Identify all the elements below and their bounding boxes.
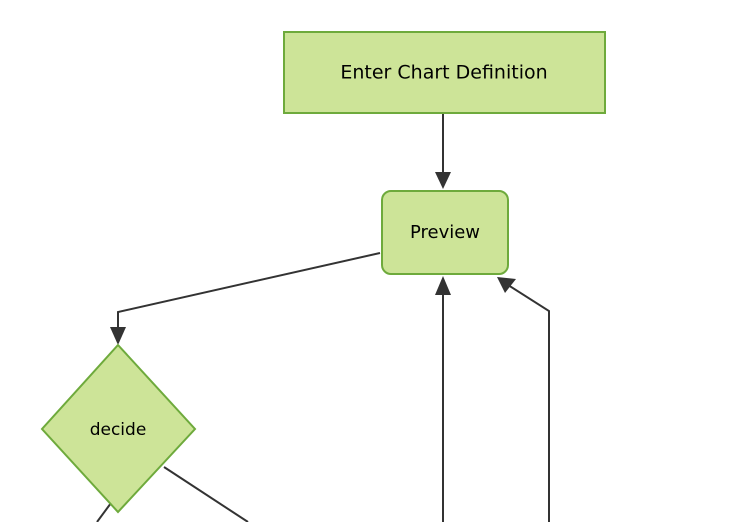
edge-enter-to-preview <box>435 114 451 189</box>
edge-return-center-to-preview <box>435 276 451 522</box>
arrow-head-down <box>110 327 126 345</box>
node-layer: Enter Chart Definition Preview decide <box>40 31 606 514</box>
edge-preview-to-decide <box>110 252 381 345</box>
edge-layer <box>96 114 550 522</box>
edge-line <box>117 252 381 335</box>
edge-line <box>163 466 249 522</box>
arrow-head-up-left <box>497 277 516 293</box>
node-label: Enter Chart Definition <box>340 62 547 84</box>
node-decide[interactable]: decide <box>40 343 197 514</box>
node-label: Preview <box>410 222 480 243</box>
node-rectangle[interactable] <box>283 31 606 114</box>
node-enter-chart-definition[interactable]: Enter Chart Definition <box>283 31 606 114</box>
edge-return-right-to-preview <box>497 277 550 522</box>
node-label: decide <box>90 420 147 440</box>
edge-line <box>96 502 112 522</box>
arrow-head-up <box>435 276 451 295</box>
node-preview[interactable]: Preview <box>381 190 509 275</box>
node-rounded-rectangle[interactable] <box>381 190 509 275</box>
edge-line <box>507 284 550 522</box>
arrow-head-down <box>435 172 451 189</box>
node-diamond[interactable] <box>40 343 197 514</box>
edge-decide-to-offscreen-left <box>96 502 112 522</box>
edge-decide-to-offscreen-right <box>163 466 249 522</box>
